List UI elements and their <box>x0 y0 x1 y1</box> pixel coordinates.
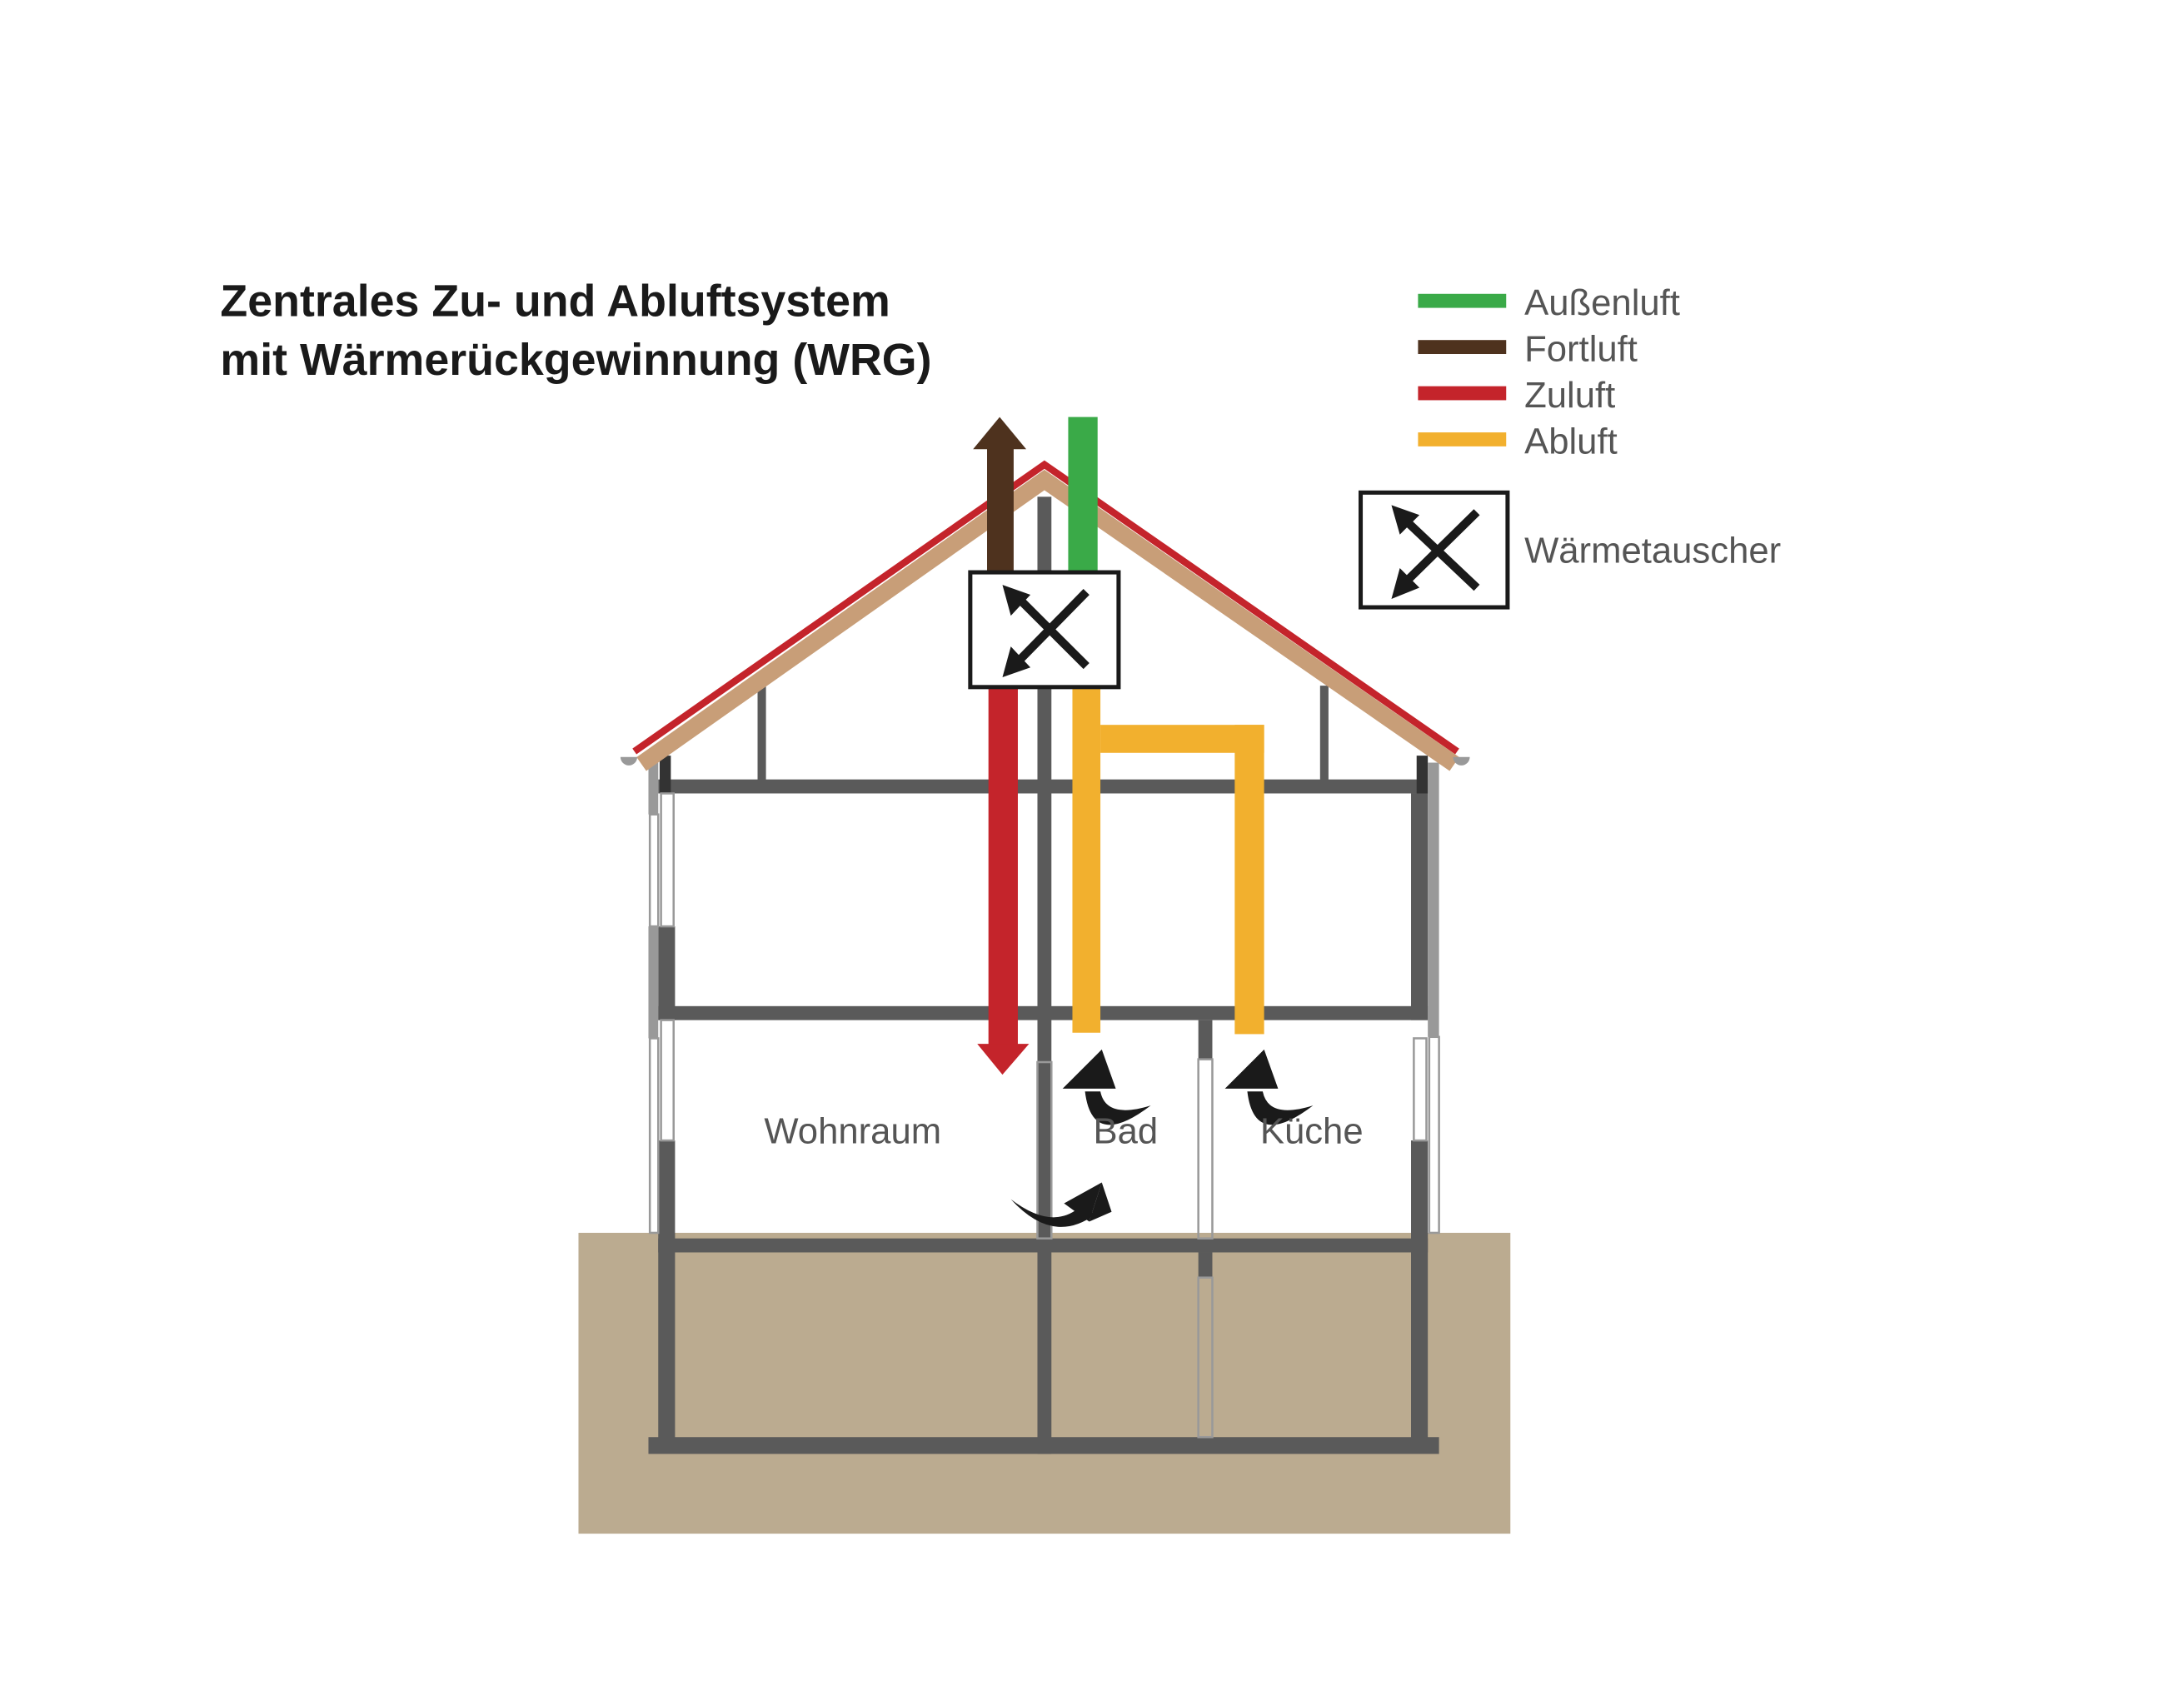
legend-swatch-zuluft <box>1418 386 1507 401</box>
airflow-arrow-kueche <box>1224 1049 1314 1125</box>
legend-swatch-aussenluft <box>1418 293 1507 308</box>
windows <box>648 792 1440 1439</box>
legend: Außenluft Fortluft Zuluft Abluft Wärmeta… <box>1359 282 1781 610</box>
legend-swatch-fortluft <box>1418 340 1507 355</box>
title-line-1: Zentrales Zu- und Abluftsystem <box>220 277 890 327</box>
airflow-arrow-wohnraum <box>1010 1182 1112 1227</box>
room-label-kueche: Küche <box>1260 1110 1364 1151</box>
zuluft-duct <box>977 688 1030 1075</box>
room-label-wohnraum: Wohnraum <box>764 1110 941 1151</box>
heat-exchanger-icon <box>968 570 1121 690</box>
room-label-bad: Bad <box>1093 1110 1158 1151</box>
legend-label-fortluft: Fortluft <box>1524 328 1638 369</box>
legend-label-waermetauscher: Wärmetauscher <box>1524 530 1781 571</box>
legend-label-aussenluft: Außenluft <box>1524 282 1680 323</box>
aussenluft-duct <box>1068 417 1098 574</box>
roof <box>620 460 1470 771</box>
abluft-duct <box>1072 688 1264 1035</box>
legend-label-zuluft: Zuluft <box>1524 375 1615 416</box>
legend-swatch-abluft <box>1418 432 1507 446</box>
legend-heat-exchanger-icon <box>1359 490 1510 610</box>
zuluft-arrow-head <box>977 1044 1030 1075</box>
gutter-left <box>620 756 638 766</box>
airflow-arrow-bad <box>1062 1049 1151 1125</box>
legend-label-abluft: Abluft <box>1524 421 1618 461</box>
fortluft-duct <box>973 417 1027 574</box>
gutter-right <box>1453 756 1470 766</box>
fortluft-arrow-head <box>973 417 1027 450</box>
title-line-2: mit Wärmerückgewinnung (WRG) <box>220 335 931 385</box>
